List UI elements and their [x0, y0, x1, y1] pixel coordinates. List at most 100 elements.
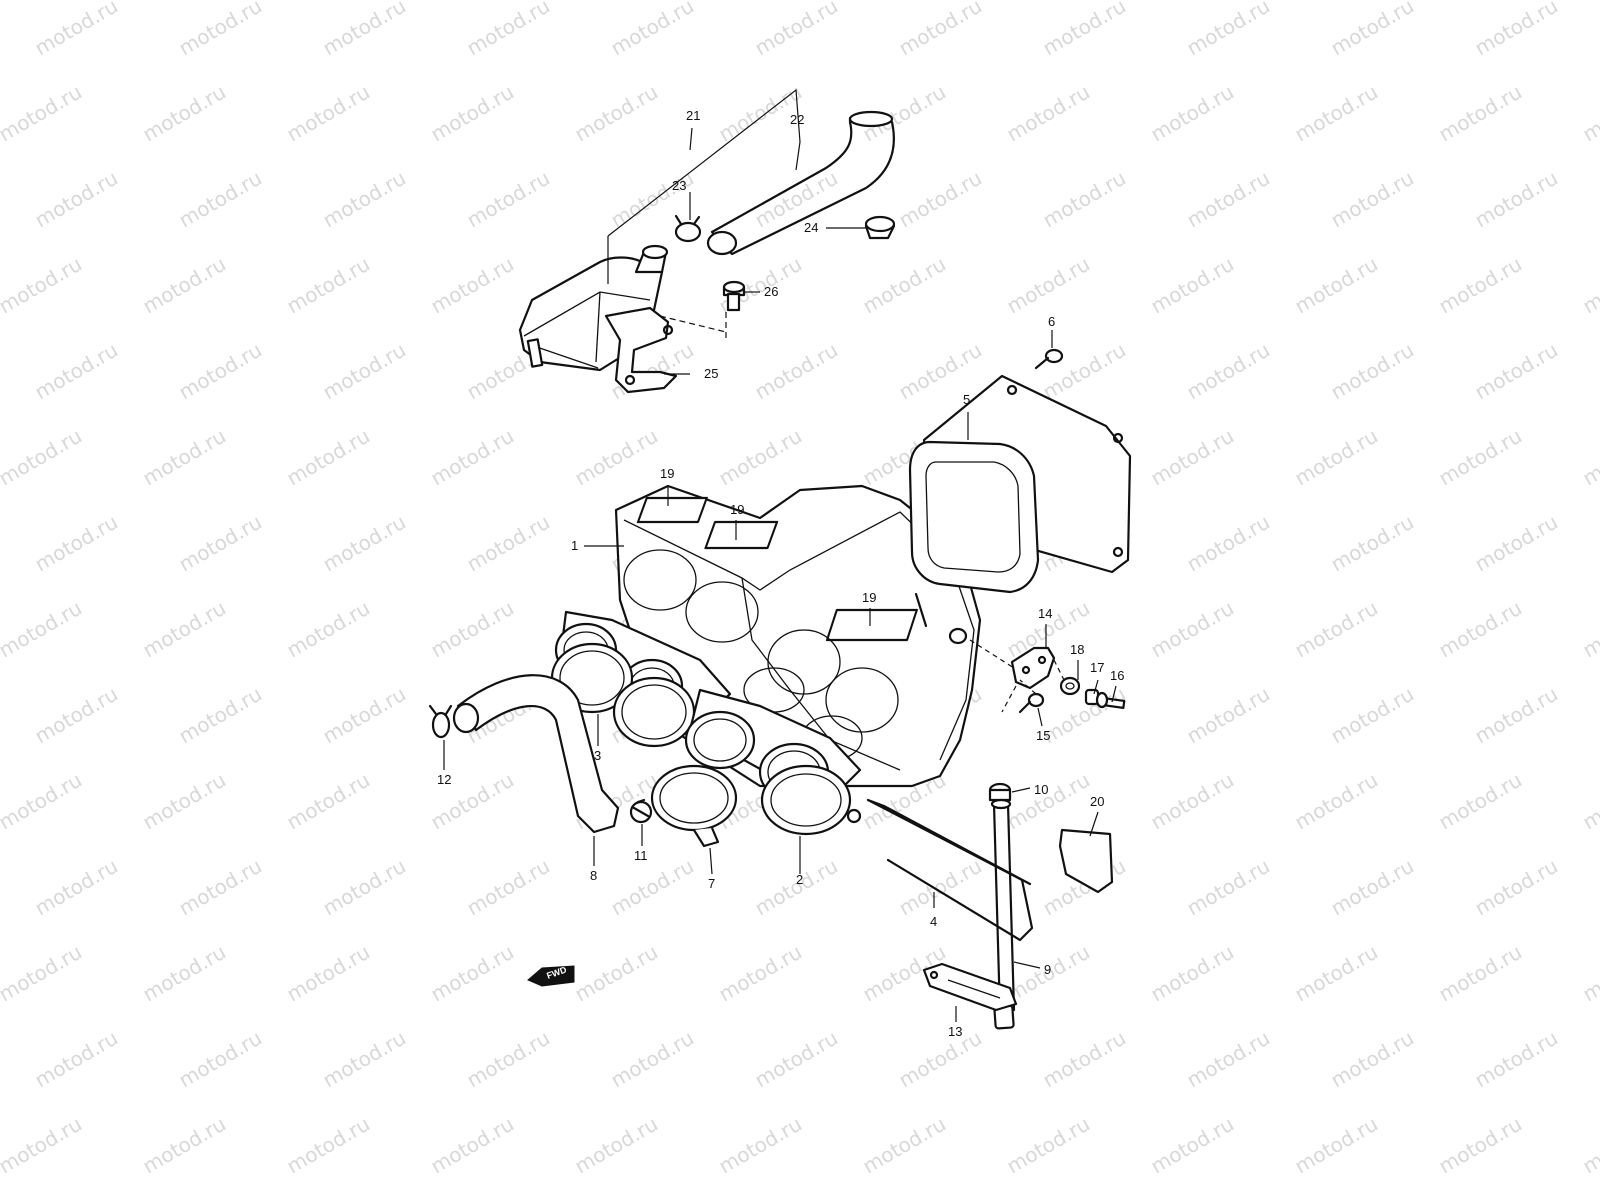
- watermark-text: motod.ru: [283, 1112, 374, 1179]
- watermark-text: motod.ru: [571, 80, 662, 147]
- watermark-text: motod.ru: [895, 166, 986, 233]
- watermark-text: motod.ru: [1291, 1112, 1382, 1179]
- watermark-text: motod.ru: [0, 80, 86, 147]
- watermark-text: motod.ru: [607, 0, 698, 60]
- watermark-text: motod.ru: [427, 1112, 518, 1179]
- watermark-text: motod.ru: [1435, 424, 1526, 491]
- callout-23: 23: [672, 178, 686, 193]
- callout-19b: 19: [730, 502, 744, 517]
- watermark-text: motod.ru: [319, 854, 410, 921]
- hose-clip: [428, 704, 453, 739]
- watermark-text: motod.ru: [175, 0, 266, 60]
- ring-clip: [674, 214, 702, 243]
- callout-22: 22: [790, 112, 804, 127]
- watermark-text: motod.ru: [0, 940, 86, 1007]
- watermark-text: motod.ru: [1183, 854, 1274, 921]
- callout-6: 6: [1048, 314, 1055, 329]
- watermark-text: motod.ru: [895, 338, 986, 405]
- watermark-text: motod.ru: [139, 940, 230, 1007]
- watermark-text: motod.ru: [1579, 1112, 1600, 1179]
- watermark-text: motod.ru: [1579, 596, 1600, 663]
- watermark-text: motod.ru: [1435, 596, 1526, 663]
- callout-21: 21: [686, 108, 700, 123]
- breather-bracket: [604, 306, 678, 394]
- watermark-text: motod.ru: [463, 510, 554, 577]
- hose-clip: [629, 798, 653, 824]
- watermark-text: motod.ru: [319, 510, 410, 577]
- watermark-text: motod.ru: [1291, 252, 1382, 319]
- watermark-text: motod.ru: [1435, 768, 1526, 835]
- callout-10: 10: [1034, 782, 1048, 797]
- watermark-text: motod.ru: [1039, 682, 1130, 749]
- callout-16: 16: [1110, 668, 1124, 683]
- watermark-text: motod.ru: [1003, 252, 1094, 319]
- watermark-text: motod.ru: [1471, 338, 1562, 405]
- watermark-text: motod.ru: [859, 252, 950, 319]
- boot-clamp: [760, 764, 852, 836]
- watermark-text: motod.ru: [1327, 682, 1418, 749]
- boot-clamp: [650, 764, 738, 832]
- watermark-text: motod.ru: [895, 1026, 986, 1093]
- watermark-text: motod.ru: [1039, 0, 1130, 60]
- watermark-text: motod.ru: [751, 1026, 842, 1093]
- watermark-text: motod.ru: [139, 80, 230, 147]
- watermark-text: motod.ru: [1003, 1112, 1094, 1179]
- watermark-text: motod.ru: [715, 940, 806, 1007]
- watermark-text: motod.ru: [283, 424, 374, 491]
- watermark-text: motod.ru: [1147, 940, 1238, 1007]
- watermark-text: motod.ru: [175, 682, 266, 749]
- case-pad: [825, 608, 918, 642]
- watermark-text: motod.ru: [463, 0, 554, 60]
- watermark-text: motod.ru: [1291, 80, 1382, 147]
- callout-11: 11: [634, 848, 648, 863]
- callout-13: 13: [948, 1024, 962, 1039]
- watermark-text: motod.ru: [1471, 1026, 1562, 1093]
- case-pad: [704, 520, 779, 550]
- intake-boot: [612, 676, 696, 748]
- watermark-text: motod.ru: [175, 166, 266, 233]
- watermark-text: motod.ru: [1471, 510, 1562, 577]
- callout-14: 14: [1038, 606, 1052, 621]
- watermark-text: motod.ru: [1327, 0, 1418, 60]
- watermark-text: motod.ru: [1435, 252, 1526, 319]
- watermark-text: motod.ru: [859, 1112, 950, 1179]
- watermark-text: motod.ru: [571, 1112, 662, 1179]
- watermark-text: motod.ru: [1579, 252, 1600, 319]
- breather-assembly: [518, 110, 896, 394]
- case-pad: [636, 496, 708, 524]
- watermark-text: motod.ru: [319, 1026, 410, 1093]
- air-filter: [908, 374, 1132, 594]
- watermark-text: motod.ru: [607, 854, 698, 921]
- watermark-text: motod.ru: [1327, 166, 1418, 233]
- watermark-text: motod.ru: [1291, 940, 1382, 1007]
- watermark-text: motod.ru: [427, 424, 518, 491]
- intake-boots: [550, 610, 862, 848]
- watermark-text: motod.ru: [283, 80, 374, 147]
- watermark-text: motod.ru: [139, 252, 230, 319]
- watermark-text: motod.ru: [139, 768, 230, 835]
- breather-hose-end: [706, 230, 738, 256]
- watermark-text: motod.ru: [283, 768, 374, 835]
- watermark-text: motod.ru: [1183, 682, 1274, 749]
- watermark-text: motod.ru: [319, 0, 410, 60]
- watermark-text: motod.ru: [1291, 596, 1382, 663]
- watermark-text: motod.ru: [319, 166, 410, 233]
- watermark-text: motod.ru: [463, 1026, 554, 1093]
- leader-lines: [443, 88, 1117, 1022]
- watermark-text: motod.ru: [0, 768, 86, 835]
- watermark-text: motod.ru: [751, 854, 842, 921]
- watermark-text: motod.ru: [1579, 768, 1600, 835]
- callout-9: 9: [1044, 962, 1051, 977]
- watermark-text: motod.ru: [463, 166, 554, 233]
- callout-19c: 19: [862, 590, 876, 605]
- callout-3: 3: [594, 748, 601, 763]
- callout-17: 17: [1090, 660, 1104, 675]
- watermark-text: motod.ru: [1147, 768, 1238, 835]
- watermark-text: motod.ru: [1471, 854, 1562, 921]
- watermark-text: motod.ru: [31, 338, 122, 405]
- callout-24: 24: [804, 220, 818, 235]
- watermark-text: motod.ru: [715, 1112, 806, 1179]
- watermark-text: motod.ru: [1291, 424, 1382, 491]
- watermark-text: motod.ru: [319, 682, 410, 749]
